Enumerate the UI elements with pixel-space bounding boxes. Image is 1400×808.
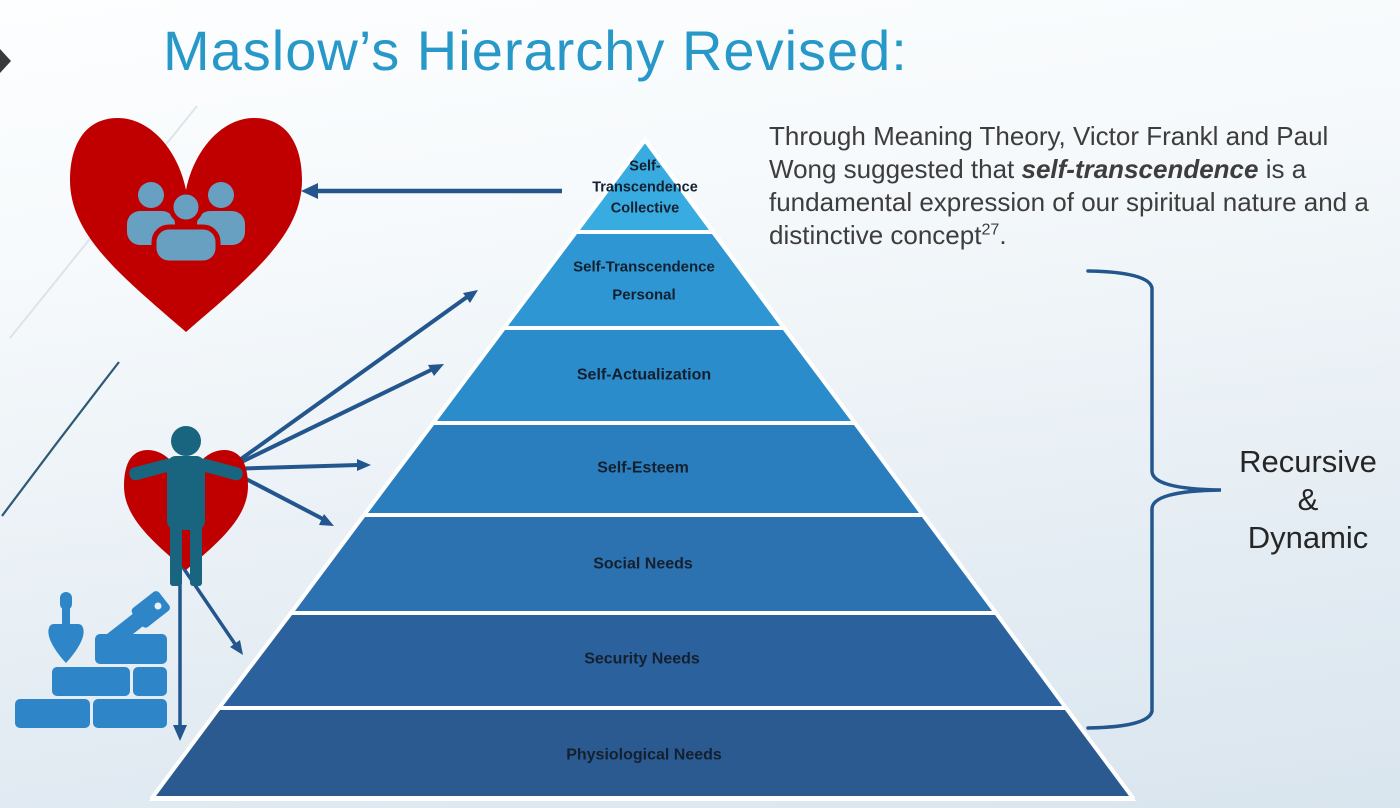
people-group-icon	[127, 182, 245, 266]
arrow-to-heart	[301, 183, 562, 199]
pyramid-level-label-physiological: Physiological Needs	[566, 746, 722, 764]
pyramid-level-label-esteem: Self-Esteem	[597, 459, 689, 477]
footnote-reference: 27	[981, 220, 1000, 239]
pyramid-level-label-collective: Self- Transcendence Collective	[592, 158, 698, 217]
intro-paragraph: Through Meaning Theory, Victor Frankl an…	[769, 120, 1400, 252]
pyramid	[149, 136, 1136, 801]
brick-wall-trowel-icon	[15, 591, 170, 728]
pyramid-level-label-security: Security Needs	[584, 650, 700, 668]
arrow-to-personal	[225, 290, 478, 471]
trowel-icon	[48, 592, 84, 663]
slide-title: Maslow’s Hierarchy Revised:	[163, 19, 908, 82]
chevron-right-icon[interactable]	[0, 49, 11, 73]
recursive-dynamic-label: Recursive & Dynamic	[1239, 443, 1377, 556]
pyramid-level-label-social: Social Needs	[593, 555, 693, 573]
intro-text-3: .	[999, 220, 1007, 250]
arrow-down-physiological	[173, 563, 187, 741]
right-brace-icon	[1086, 269, 1222, 730]
arrow-to-esteem	[226, 459, 371, 471]
pyramid-level-label-actualization: Self-Actualization	[576, 366, 712, 384]
superhero-person-icon	[124, 426, 248, 586]
intro-text-1: Through Meaning Theory, Victor Frankl an…	[769, 121, 1329, 184]
decorative-curve	[1, 361, 120, 517]
pyramid-level-label-personal: Self-Transcendence Personal	[573, 258, 715, 303]
intro-text-2: is a fundamental expression of our spiri…	[769, 154, 1369, 250]
pyramid-level-7	[150, 706, 1135, 800]
self-transcendence-term: self-transcendence	[1021, 154, 1259, 184]
arrow-to-actualization	[226, 364, 444, 471]
